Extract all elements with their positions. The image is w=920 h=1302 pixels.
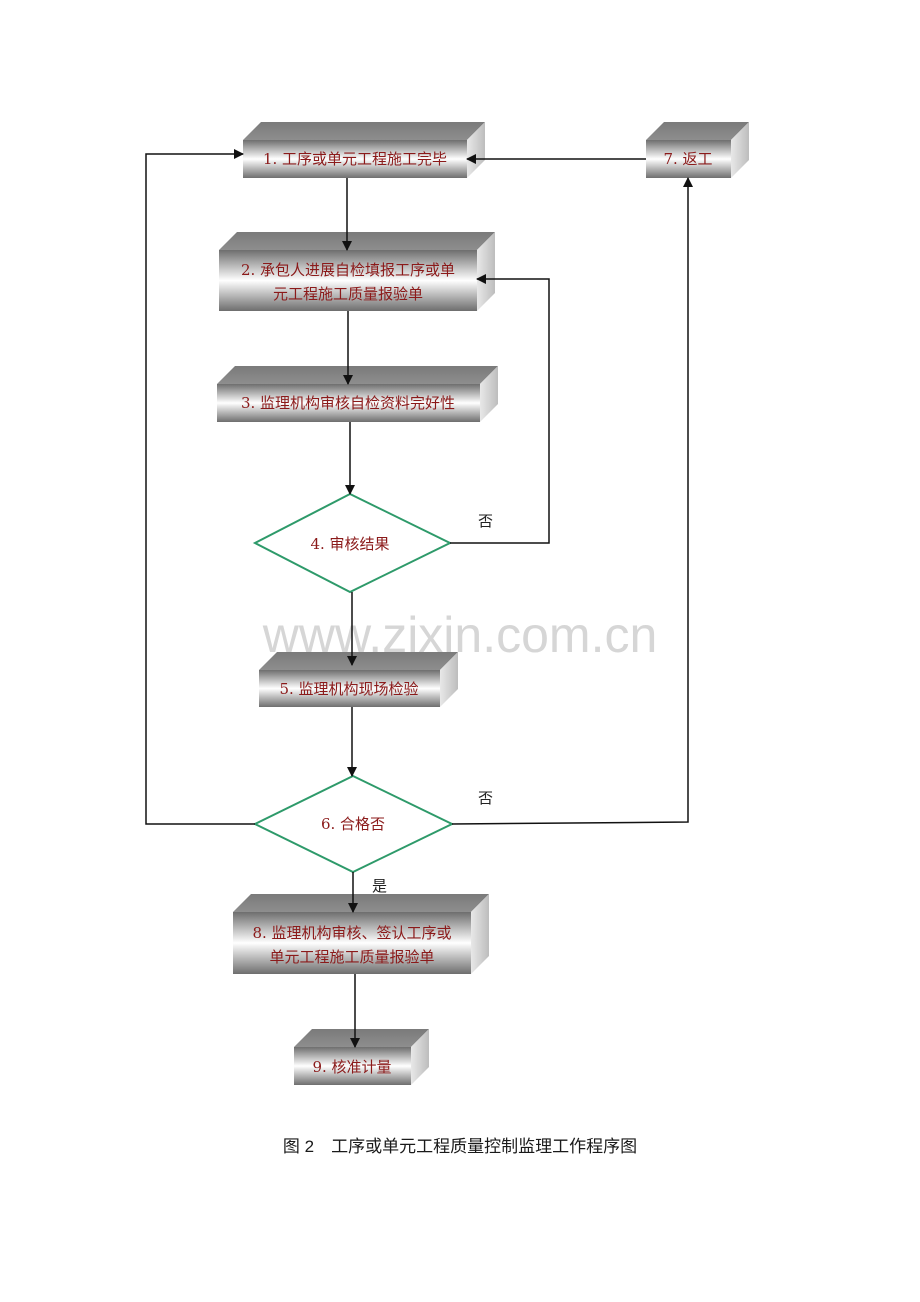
decision-4: 4. 审核结果 — [252, 492, 453, 594]
step-8-label-line2: 单元工程施工质量报验单 — [269, 948, 434, 966]
step-2-label-line1: 2. 承包人进展自检填报工序或单 — [241, 261, 455, 279]
step-1-box: 1. 工序或单元工程施工完毕 — [243, 122, 485, 178]
decision-6: 6. 合格否 — [252, 774, 455, 874]
arrow-4-no-to-2 — [450, 274, 550, 544]
step-7-box: 7. 返工 — [646, 122, 749, 178]
decision-6-label: 6. 合格否 — [321, 815, 385, 833]
edge-label-d6-yes: 是 — [372, 877, 387, 895]
step-3-label: 3. 监理机构审核自检资料完好性 — [241, 394, 455, 412]
step-5-label: 5. 监理机构现场检验 — [279, 680, 418, 698]
step-9-label: 9. 核准计量 — [312, 1058, 391, 1076]
step-3-box: 3. 监理机构审核自检资料完好性 — [217, 366, 498, 422]
figure-caption: 图 2 工序或单元工程质量控制监理工作程序图 — [283, 1137, 637, 1156]
step-7-label: 7. 返工 — [663, 150, 712, 168]
connectors — [145, 149, 693, 1048]
step-5-box: 5. 监理机构现场检验 — [259, 652, 458, 707]
step-9-box: 9. 核准计量 — [294, 1029, 429, 1085]
step-2-label-line2: 元工程施工质量报验单 — [273, 285, 423, 303]
decision-4-label: 4. 审核结果 — [310, 535, 389, 553]
arrow-6-no-to-7 — [451, 177, 693, 825]
step-8-label-line1: 8. 监理机构审核、签认工序或 — [252, 924, 451, 942]
edge-label-d4-no: 否 — [478, 512, 493, 530]
step-2-box: 2. 承包人进展自检填报工序或单 元工程施工质量报验单 — [219, 232, 495, 311]
edge-label-d6-no: 否 — [478, 789, 493, 807]
arrow-6-to-1 — [145, 149, 255, 825]
step-1-label: 1. 工序或单元工程施工完毕 — [263, 150, 447, 168]
step-8-box: 8. 监理机构审核、签认工序或 单元工程施工质量报验单 — [233, 894, 489, 974]
